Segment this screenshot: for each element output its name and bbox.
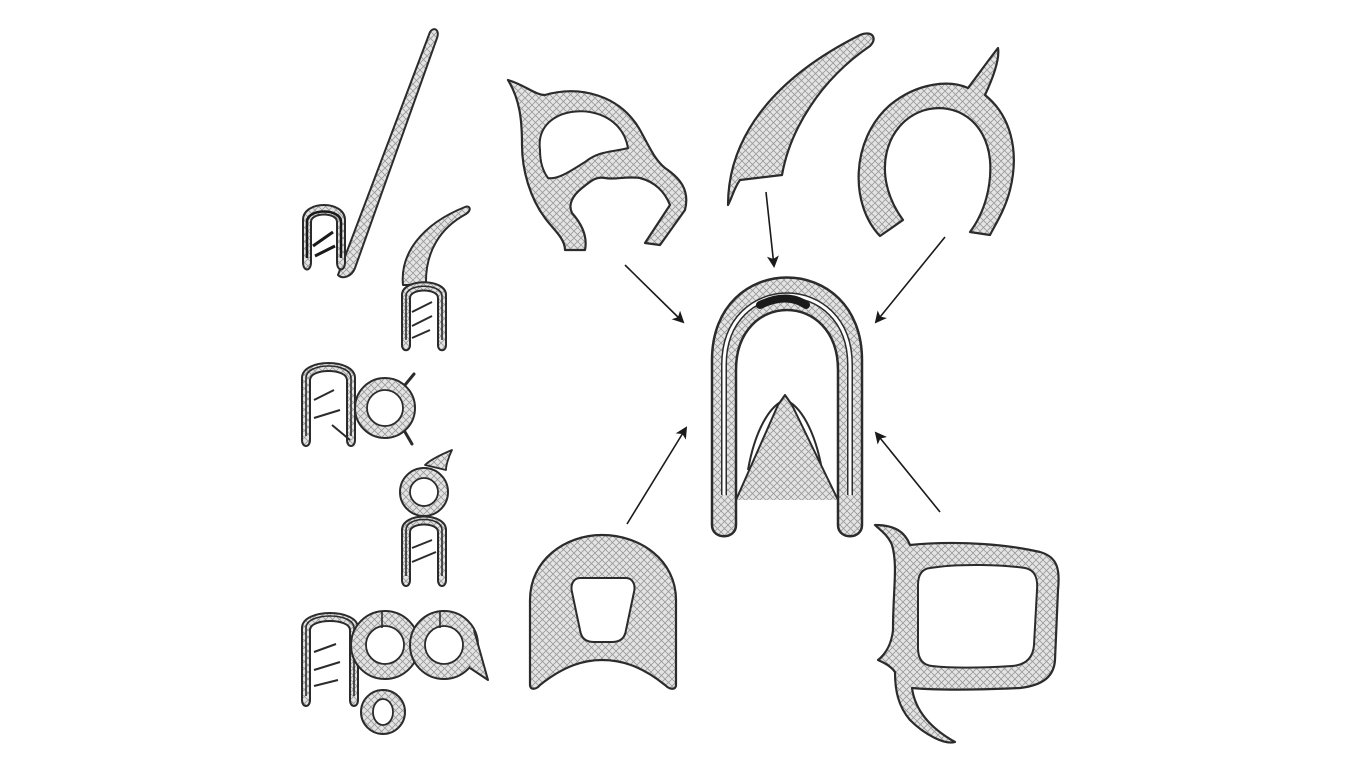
arrow-from-sweeping-lip: [765, 191, 779, 268]
arrow-from-d-bulb: [626, 426, 688, 525]
sweeping-lip-profile: [726, 32, 875, 207]
trim-with-long-lip-profile: [302, 28, 439, 279]
arrow-from-square-bulb: [874, 431, 941, 513]
solid-d-bulb-profile: [528, 533, 678, 690]
horseshoe-bulb-with-lip-profile: [857, 46, 1015, 238]
arrow-from-horseshoe-bulb: [874, 236, 946, 324]
trim-with-curved-lip-profile: [401, 205, 471, 352]
arrow-from-hollow-bulb: [624, 264, 685, 324]
arrows: [624, 191, 946, 525]
trim-with-side-bulb-profile: [301, 362, 416, 447]
trim-with-double-bulb-profile: [301, 610, 489, 735]
hollow-bulb-with-lip-profile: [506, 78, 688, 252]
trim-with-top-bulb-profile: [399, 449, 453, 587]
central-u-channel-profile: [710, 276, 864, 538]
square-bulb-with-flaps-profile: [873, 523, 1060, 744]
